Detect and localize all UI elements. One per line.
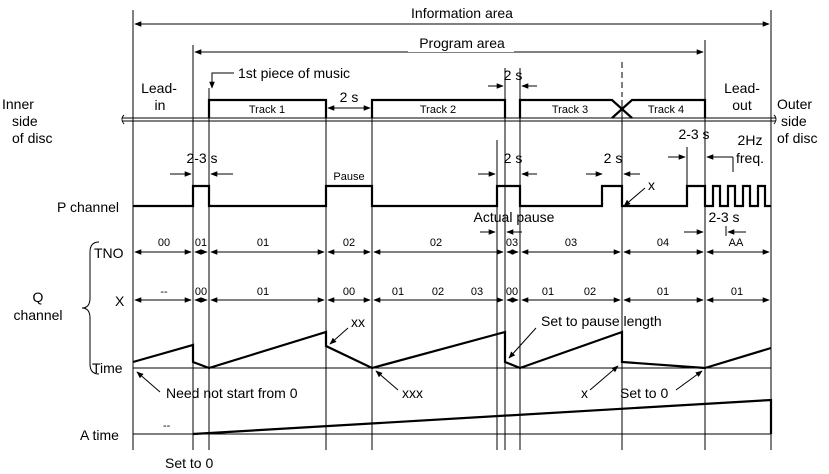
tno-row — [134, 236, 770, 255]
tno-val-1: 01 — [195, 237, 207, 249]
tno-val-6: 03 — [565, 237, 577, 249]
x-val-5: 02 — [432, 286, 444, 298]
xxx-label: xxx — [402, 385, 423, 401]
x-row-label: X — [115, 293, 125, 309]
gap-2s-label-b: 2 s — [504, 67, 523, 83]
program-area: Program area — [194, 34, 704, 55]
x-val-10: 01 — [657, 286, 669, 298]
x-val-4: 01 — [392, 286, 404, 298]
track-3-label: Track 3 — [552, 104, 588, 116]
x-val-7: 00 — [506, 286, 518, 298]
tno-val-0: 00 — [158, 237, 170, 249]
time-waveform — [132, 330, 772, 370]
tno-val-7: 04 — [657, 237, 669, 249]
tno-val-5: 03 — [506, 237, 518, 249]
q-channel-label-1: Q — [33, 289, 44, 305]
set-pause-label: Set to pause length — [541, 313, 662, 329]
outer-side-label-1: Outer — [777, 96, 812, 112]
lead-in-label-2: in — [155, 97, 166, 113]
xx-label: xx — [351, 314, 365, 330]
freq-label-2: freq. — [736, 150, 764, 166]
tno-val-4: 02 — [430, 237, 442, 249]
x-val-11: 01 — [731, 286, 743, 298]
tno-val-8: AA — [729, 237, 744, 249]
lead-in-label-1: Lead- — [141, 80, 177, 96]
aa-2-3s-label: 2-3 s — [708, 209, 739, 225]
disc-track-line — [121, 98, 777, 125]
track-1-label: Track 1 — [249, 104, 285, 116]
tno-label: TNO — [94, 245, 124, 261]
p-pause-2s-label-b: 2 s — [604, 150, 623, 166]
track-4-label: Track 4 — [648, 104, 684, 116]
q-channel-brace — [81, 241, 100, 375]
x-val-0: -- — [160, 286, 168, 298]
pause-label: Pause — [333, 171, 364, 183]
time-x-label: x — [581, 385, 588, 401]
a-time-dashes: -- — [163, 420, 171, 432]
boundary-lines — [132, 10, 772, 450]
a-time-waveform — [133, 398, 773, 436]
q-channel-label-2: channel — [13, 307, 62, 323]
time-set-zero-label: Set to 0 — [620, 385, 668, 401]
p-channel-waveform — [133, 184, 771, 208]
actual-pause-label: Actual pause — [474, 209, 555, 225]
inner-side-label-1: Inner — [2, 96, 34, 112]
x-val-2: 01 — [257, 286, 269, 298]
a-time-label: A time — [80, 427, 119, 443]
p-pulse-2-3s-label: 2-3 s — [186, 150, 217, 166]
first-piece-label: 1st piece of music — [238, 65, 350, 81]
lead-out-2-3s-label: 2-3 s — [678, 126, 709, 142]
a-time-set-zero-label: Set to 0 — [165, 455, 213, 471]
track-2-label: Track 2 — [420, 104, 456, 116]
time-row-label: Time — [92, 360, 123, 376]
x-row — [134, 284, 770, 303]
tno-val-2: 01 — [257, 237, 269, 249]
inner-side-label-3: of disc — [12, 130, 52, 146]
tno-val-3: 02 — [343, 237, 355, 249]
x-val-6: 03 — [471, 286, 483, 298]
outer-side-label-3: of disc — [777, 130, 817, 146]
p-pause-2s-label-a: 2 s — [504, 150, 523, 166]
freq-label-1: 2Hz — [738, 132, 763, 148]
need-not-label: Need not start from 0 — [166, 385, 298, 401]
x-val-8: 01 — [542, 286, 554, 298]
lead-out-label-2: out — [732, 97, 752, 113]
information-area-label: Information area — [411, 5, 513, 21]
program-area-label: Program area — [419, 35, 505, 51]
p-x-mark: x — [648, 177, 655, 193]
outer-side-label-2: side — [781, 113, 807, 129]
inner-side-label-2: side — [12, 113, 38, 129]
x-val-9: 02 — [584, 286, 596, 298]
x-val-3: 00 — [343, 286, 355, 298]
x-val-1: 00 — [195, 286, 207, 298]
information-area: Information area — [134, 4, 770, 27]
gap-2s-label-a: 2 s — [340, 89, 359, 105]
lead-out-label-1: Lead- — [724, 80, 760, 96]
p-channel-label: P channel — [57, 199, 119, 215]
